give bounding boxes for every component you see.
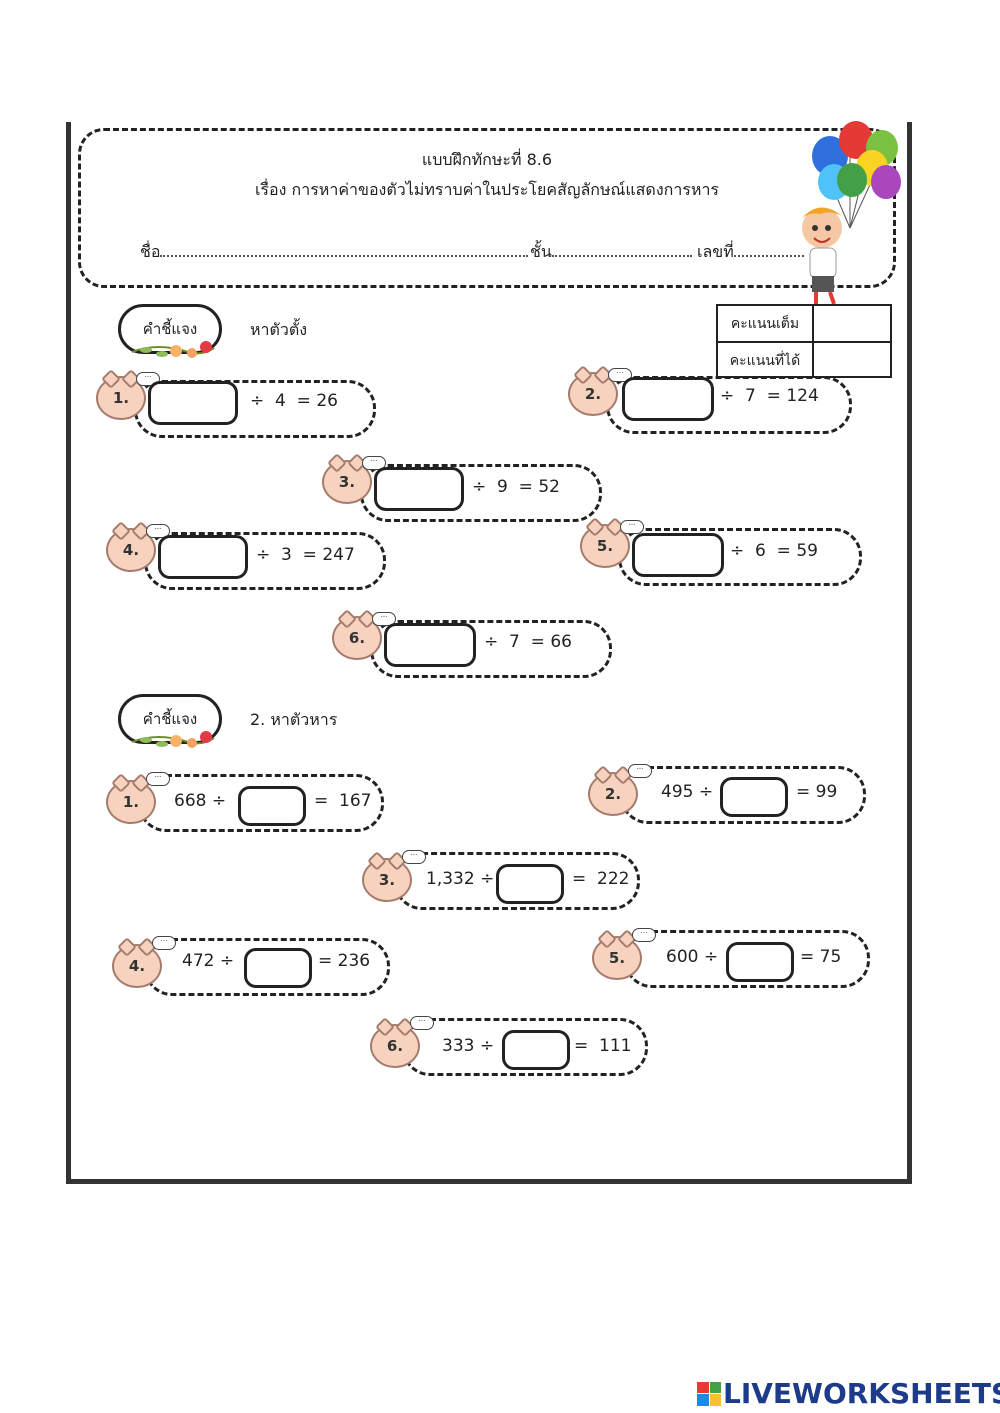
quotient-text: = 75	[800, 947, 842, 967]
pig-number-icon: 3.	[322, 453, 372, 504]
equation-text: ÷ 4 = 26	[250, 391, 338, 411]
flower-decoration-icon	[131, 341, 215, 358]
problem-number: 5.	[596, 537, 614, 555]
lws-logo-icon	[697, 1381, 721, 1406]
dividend-text: 600 ÷	[666, 947, 719, 967]
pig-number-icon: 6.	[332, 609, 382, 660]
liveworksheets-logo: LIVEWORKSHEETS	[697, 1377, 1000, 1410]
answer-box[interactable]	[502, 1030, 570, 1070]
problem-number: 2.	[604, 785, 622, 803]
worksheet-frame	[66, 122, 912, 1184]
problem-number: 1.	[112, 389, 130, 407]
speech-bubble-icon: ···	[410, 1016, 434, 1030]
problem-number: 1.	[122, 793, 140, 811]
speech-bubble-icon: ···	[146, 772, 170, 786]
name-line[interactable]	[160, 241, 529, 257]
answer-box[interactable]	[244, 948, 312, 988]
speech-bubble-icon: ···	[628, 764, 652, 778]
problem-number: 4.	[128, 957, 146, 975]
problem-number: 3.	[378, 871, 396, 889]
name-label: ชื่อ	[140, 242, 161, 261]
pig-number-icon: 5.	[592, 929, 642, 980]
name-field: ชื่อ	[140, 240, 529, 265]
obtained-score-row: คะแนนที่ได้	[718, 343, 890, 378]
full-score-cell	[814, 306, 890, 341]
answer-box[interactable]	[384, 623, 476, 667]
problem-number: 5.	[608, 949, 626, 967]
full-score-row: คะแนนเต็ม	[718, 306, 890, 343]
dividend-text: 495 ÷	[661, 782, 714, 802]
answer-box[interactable]	[158, 535, 248, 579]
equation-text: ÷ 3 = 247	[256, 545, 355, 565]
answer-box[interactable]	[374, 467, 464, 511]
equation-text: ÷ 9 = 52	[472, 477, 560, 497]
problem-number: 4.	[122, 541, 140, 559]
speech-bubble-icon: ···	[362, 456, 386, 470]
answer-box[interactable]	[496, 864, 564, 904]
dividend-text: 668 ÷	[174, 791, 227, 811]
obtained-score-label: คะแนนที่ได้	[718, 343, 814, 378]
speech-bubble-icon: ···	[146, 524, 170, 538]
pig-number-icon: 6.	[370, 1017, 420, 1068]
dividend-text: 472 ÷	[182, 951, 235, 971]
problem-number: 2.	[584, 385, 602, 403]
balloon-boy-illustration	[802, 121, 901, 305]
speech-bubble-icon: ···	[620, 520, 644, 534]
speech-bubble-icon: ···	[402, 850, 426, 864]
full-score-label: คะแนนเต็ม	[718, 306, 814, 341]
dividend-text: 333 ÷	[442, 1036, 495, 1056]
quotient-text: = 111	[574, 1036, 632, 1056]
class-line[interactable]	[551, 241, 692, 257]
speech-bubble-icon: ···	[632, 928, 656, 942]
answer-box[interactable]	[632, 533, 724, 577]
class-label: ชั้น	[530, 242, 552, 261]
pig-number-icon: 1.	[106, 773, 156, 824]
instruction-text-2: 2. หาตัวหาร	[250, 710, 338, 729]
pig-number-icon: 4.	[112, 937, 162, 988]
flower-decoration-icon	[131, 731, 215, 748]
equation-text: ÷ 6 = 59	[730, 541, 818, 561]
equation-text: ÷ 7 = 124	[720, 386, 819, 406]
subject-title: เรื่อง การหาค่าของตัวไม่ทราบค่าในประโยคส…	[254, 180, 720, 199]
answer-box[interactable]	[622, 377, 714, 421]
speech-bubble-icon: ···	[152, 936, 176, 950]
quotient-text: = 236	[318, 951, 371, 971]
header-panel	[78, 128, 896, 288]
dividend-text: 1,332 ÷	[426, 869, 495, 889]
pig-number-icon: 2.	[588, 765, 638, 816]
problem-number: 3.	[338, 473, 356, 491]
answer-box[interactable]	[238, 786, 306, 826]
class-field: ชั้น	[530, 240, 692, 265]
answer-box[interactable]	[720, 777, 788, 817]
brand-name: LIVEWORKSHEETS	[723, 1377, 1000, 1410]
equation-text: ÷ 7 = 66	[484, 632, 572, 652]
quotient-text: = 167	[314, 791, 372, 811]
quotient-text: = 99	[796, 782, 838, 802]
exercise-title: แบบฝึกทักษะที่ 8.6	[421, 150, 553, 169]
number-line[interactable]	[733, 241, 804, 257]
quotient-text: = 222	[572, 869, 630, 889]
obtained-score-cell	[814, 343, 890, 378]
problem-number: 6.	[348, 629, 366, 647]
number-field: เลขที่	[697, 240, 804, 265]
score-table: คะแนนเต็ม คะแนนที่ได้	[716, 304, 892, 378]
pig-number-icon: 3.	[362, 851, 412, 902]
answer-box[interactable]	[148, 381, 238, 425]
speech-bubble-icon: ···	[372, 612, 396, 626]
problem-number: 6.	[386, 1037, 404, 1055]
number-label: เลขที่	[697, 242, 734, 261]
instruction-text-1: หาตัวตั้ง	[250, 320, 308, 339]
answer-box[interactable]	[726, 942, 794, 982]
